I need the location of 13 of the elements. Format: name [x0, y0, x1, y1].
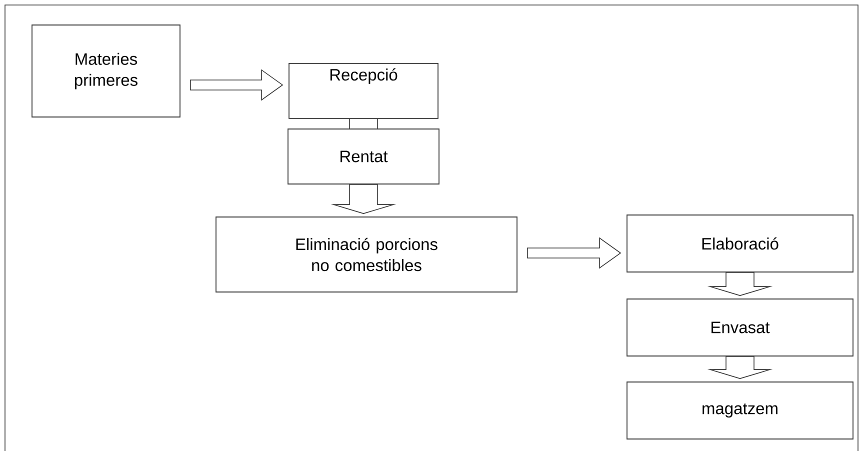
process-box: Rentat [288, 128, 440, 184]
process-box: magatzem [626, 382, 854, 440]
block-arrow [707, 356, 773, 379]
process-box: Elaboració [626, 214, 854, 272]
process-box: Envasat [626, 298, 854, 356]
process-box: Recepció [288, 63, 438, 119]
block-arrow [190, 69, 284, 101]
process-box: Eliminació porcions no comestibles [216, 216, 518, 292]
block-arrow [707, 272, 773, 296]
process-box: Materies primeres [32, 24, 180, 118]
connector [349, 118, 378, 129]
block-arrow [330, 184, 396, 214]
block-arrow [527, 237, 622, 269]
